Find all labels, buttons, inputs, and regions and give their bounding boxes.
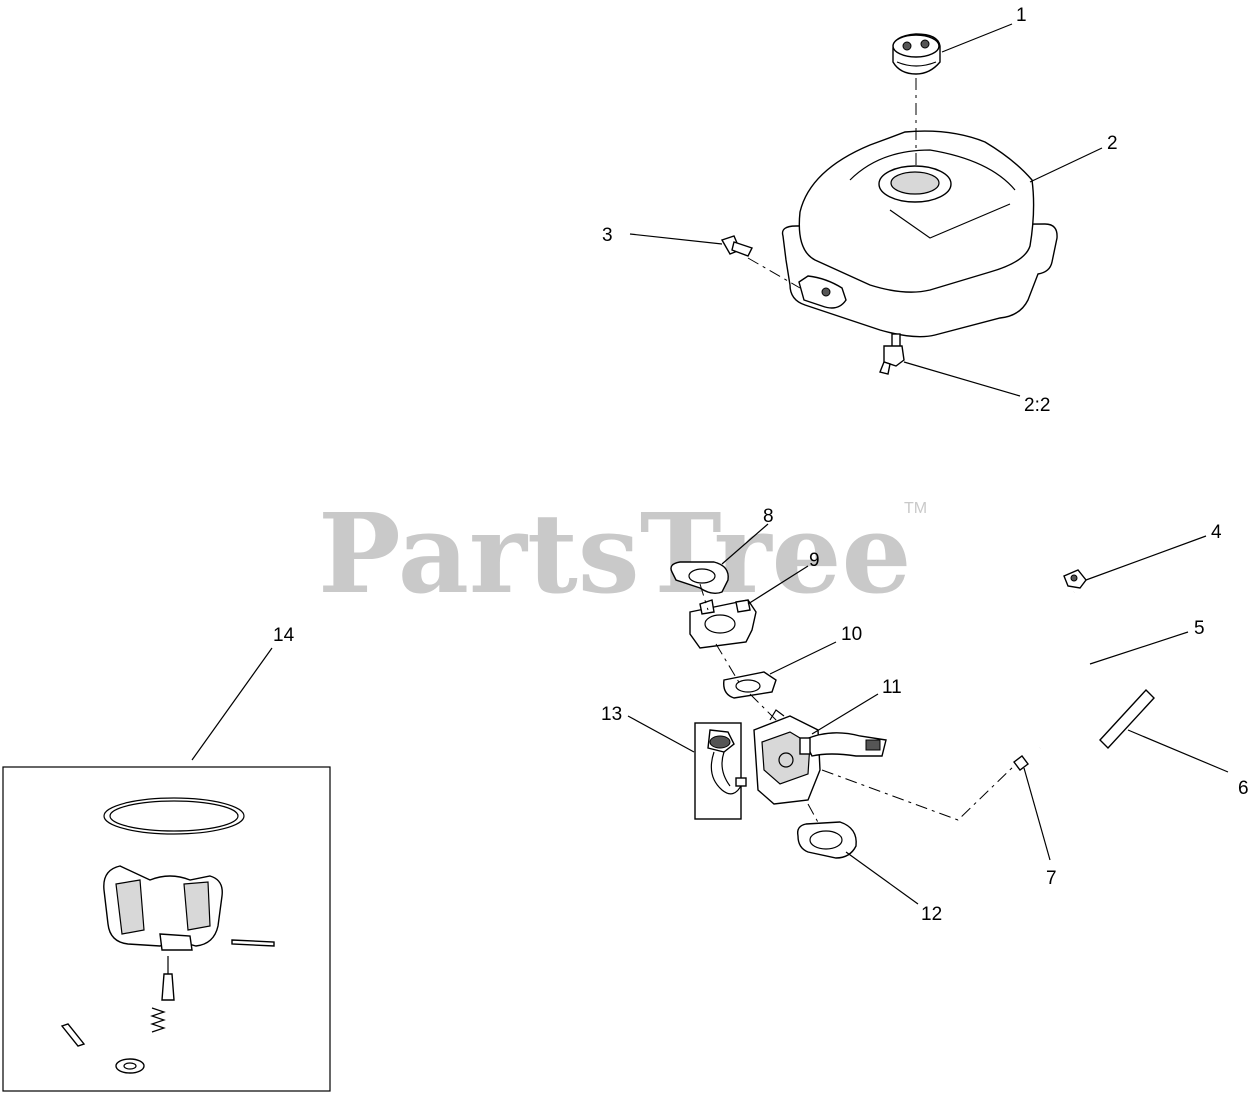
insulator-part[interactable] [689, 599, 757, 649]
callout-7: 7 [1046, 868, 1057, 889]
gasket-part[interactable] [723, 671, 777, 699]
hose-part[interactable] [1099, 688, 1155, 750]
callout-9: 9 [809, 550, 820, 571]
callout-4: 4 [1211, 522, 1222, 543]
callout-11: 11 [882, 677, 902, 698]
carburetor-part[interactable] [753, 709, 887, 805]
fuel-cap-part[interactable] [892, 33, 941, 75]
callout-12: 12 [921, 904, 942, 925]
callout-1: 1 [1016, 5, 1027, 26]
fuel-valve-part[interactable] [879, 333, 905, 375]
gasket-part[interactable] [796, 821, 857, 859]
callout-5: 5 [1194, 618, 1205, 639]
callout-10: 10 [841, 624, 862, 645]
callout-13: 13 [601, 704, 622, 725]
callout-3: 3 [602, 225, 613, 246]
callout-14: 14 [273, 625, 295, 646]
hose-clamp-part[interactable] [1063, 569, 1087, 589]
leader-lines [191, 23, 1229, 905]
callout-6: 6 [1238, 778, 1249, 799]
callout-2: 2 [1107, 133, 1118, 154]
callout-8: 8 [763, 506, 774, 527]
solenoid-kit-part[interactable] [694, 722, 747, 820]
float-kit-part[interactable] [60, 797, 275, 1074]
fuel-line-part[interactable] [1038, 589, 1082, 753]
fuel-tank-part[interactable] [781, 130, 1058, 338]
callout-2-2: 2:2 [1024, 395, 1050, 416]
watermark-trademark: TM [904, 500, 927, 517]
clamp-part[interactable] [1013, 755, 1029, 771]
screw-part[interactable] [720, 235, 753, 257]
watermark-brand: PartsTree [318, 489, 912, 618]
gasket-part[interactable] [670, 561, 729, 595]
